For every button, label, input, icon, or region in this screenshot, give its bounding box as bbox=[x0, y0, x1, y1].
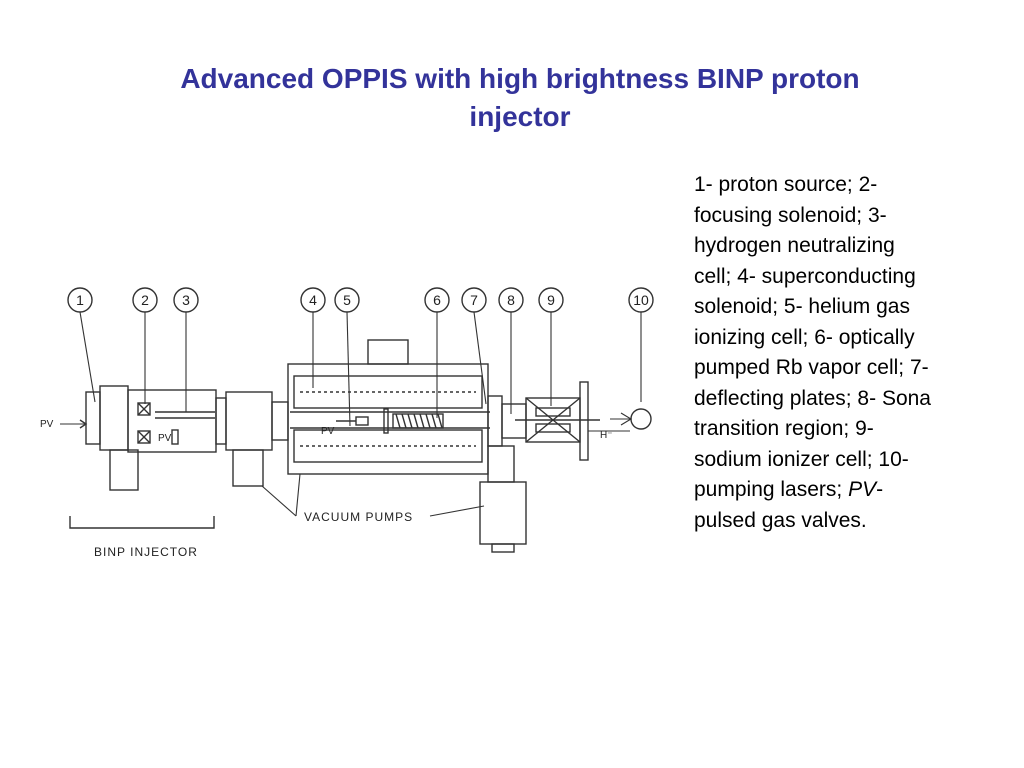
vacuum-pumps-label: VACUUM PUMPS bbox=[304, 510, 413, 524]
binp-injector-bracket bbox=[69, 516, 215, 529]
pumping-laser bbox=[610, 408, 652, 430]
legend-line: ionizing cell; 6- optically bbox=[694, 325, 915, 349]
callout-number: 6 bbox=[433, 292, 441, 308]
slide-title: Advanced OPPIS with high brightness BINP… bbox=[80, 60, 960, 136]
pv-label-cell: PV bbox=[321, 426, 335, 437]
rb-vapor-cell bbox=[383, 408, 444, 434]
legend-text: pumping lasers; bbox=[694, 478, 849, 501]
sodium-ionizer-cell bbox=[515, 381, 600, 461]
callout-number: 7 bbox=[470, 292, 478, 308]
superconducting-solenoid bbox=[287, 339, 490, 475]
callout-number: 10 bbox=[633, 292, 649, 308]
legend-line: 1- proton source; 2- bbox=[694, 173, 878, 196]
helium-ionizing-cell bbox=[336, 416, 369, 426]
callout-numbers: 1 2 3 4 5 6 7 8 9 10 bbox=[76, 292, 649, 308]
beam-label: H⁻ bbox=[600, 430, 613, 441]
binp-injector-label: BINP INJECTOR bbox=[94, 545, 198, 559]
callout-number: 8 bbox=[507, 292, 515, 308]
callout-number: 3 bbox=[182, 292, 190, 308]
legend-line: pulsed gas valves. bbox=[694, 508, 867, 532]
title-line-2: injector bbox=[469, 101, 571, 132]
pv-label-source: PV bbox=[40, 419, 54, 430]
callout-number: 4 bbox=[309, 292, 317, 308]
legend-line: pumped Rb vapor cell; 7- bbox=[694, 356, 929, 379]
callout-number: 2 bbox=[141, 292, 149, 308]
callout-number: 9 bbox=[547, 292, 555, 308]
leader-lines bbox=[79, 311, 642, 427]
legend-line: pumping lasers; PV- bbox=[694, 475, 994, 506]
legend-line: cell; 4- superconducting bbox=[694, 264, 916, 288]
legend-pv-italic: PV bbox=[848, 478, 877, 501]
legend-line: solenoid; 5- helium gas bbox=[694, 295, 910, 318]
pv-label-solenoid: PV bbox=[158, 433, 172, 444]
legend-line: hydrogen neutralizing bbox=[694, 234, 895, 257]
legend-line: transition region; 9- bbox=[694, 417, 874, 440]
legend-line: deflecting plates; 8- Sona bbox=[694, 386, 931, 410]
component-legend: 1- proton source; 2- focusing solenoid; … bbox=[694, 170, 994, 536]
legend-text: - bbox=[876, 478, 884, 501]
proton-source bbox=[60, 385, 139, 491]
legend-line: focusing solenoid; 3- bbox=[694, 203, 887, 227]
legend-line: sodium ionizer cell; 10- bbox=[694, 447, 909, 471]
vacuum-pump-leaders bbox=[261, 473, 485, 517]
title-line-1: Advanced OPPIS with high brightness BINP… bbox=[180, 63, 860, 94]
callout-circles bbox=[67, 287, 654, 313]
focusing-solenoid bbox=[127, 389, 217, 453]
callout-number: 5 bbox=[343, 292, 351, 308]
callout-number: 1 bbox=[76, 292, 84, 308]
junction-block bbox=[215, 391, 289, 487]
diagram-labels: PV PV PV H⁻ VACUUM PUMPS BINP INJECTOR bbox=[40, 419, 613, 559]
